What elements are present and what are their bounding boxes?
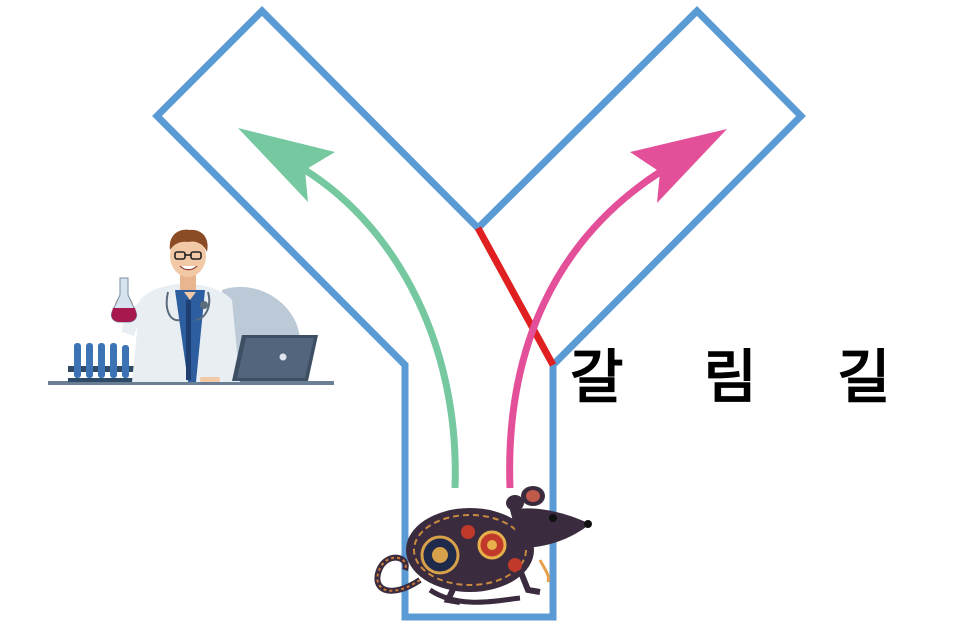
right-arrow-shaft <box>506 169 662 489</box>
scientist-illustration <box>48 229 334 385</box>
y-maze-outline <box>152 6 806 621</box>
right-arm-barrier <box>474 226 557 367</box>
right-arrow-head-icon <box>630 129 727 203</box>
left-arrow-head-icon <box>238 128 335 202</box>
fork-label: 갈 림 길 <box>570 343 921 411</box>
left-arrow-shaft <box>303 167 459 489</box>
mouse-illustration <box>374 486 592 605</box>
